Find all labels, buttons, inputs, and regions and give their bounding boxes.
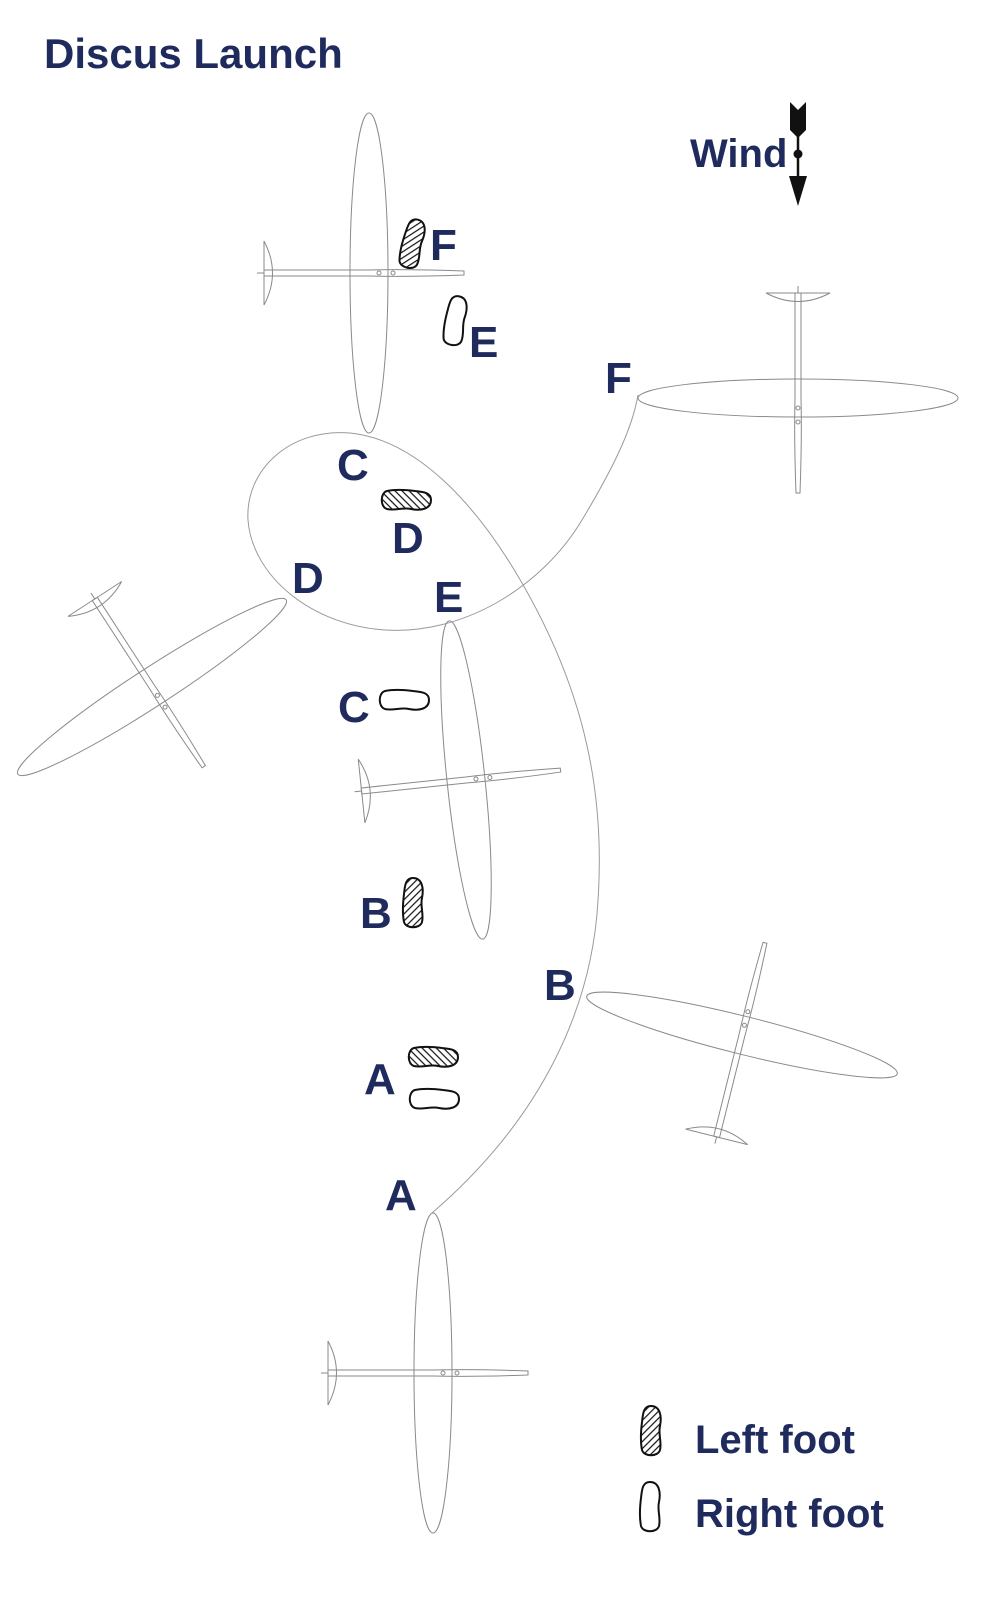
foot-label-f: F [430, 221, 457, 270]
glider-label-d: D [292, 554, 324, 603]
foot-label-b: B [360, 889, 392, 938]
glider-label-b: B [544, 961, 576, 1010]
foot-label-c: C [338, 683, 370, 732]
foot-label-d: D [392, 514, 424, 563]
wind-arrow-icon [789, 102, 807, 206]
glider-label-e: E [434, 573, 463, 622]
glider-e [256, 112, 465, 434]
glider-label-c: C [337, 441, 369, 490]
legend-left-foot-label: Left foot [695, 1418, 855, 1462]
foot-label-a: A [364, 1055, 396, 1104]
glider-d [0, 505, 339, 855]
legend-right-foot-label: Right foot [695, 1492, 884, 1536]
left-foot-d-icon [380, 488, 432, 511]
left-foot-hatched-icon [639, 1405, 662, 1457]
wind-label: Wind [690, 132, 787, 176]
left-foot-a-icon [407, 1045, 459, 1068]
glider-f [637, 285, 959, 494]
page-title: Discus Launch [44, 30, 343, 77]
glider-b [559, 903, 921, 1183]
right-foot-outline-icon [638, 1481, 661, 1533]
left-foot-b-icon [401, 877, 424, 929]
right-foot-a-icon [408, 1087, 460, 1110]
glider-label-a: A [385, 1171, 417, 1220]
right-foot-c-icon [378, 688, 430, 711]
right-foot-e-icon [440, 293, 470, 348]
glider-label-f: F [605, 354, 632, 403]
foot-label-e: E [469, 318, 498, 367]
flight-path [247, 394, 639, 1214]
left-foot-f-icon [396, 216, 428, 271]
glider-a [320, 1212, 529, 1534]
